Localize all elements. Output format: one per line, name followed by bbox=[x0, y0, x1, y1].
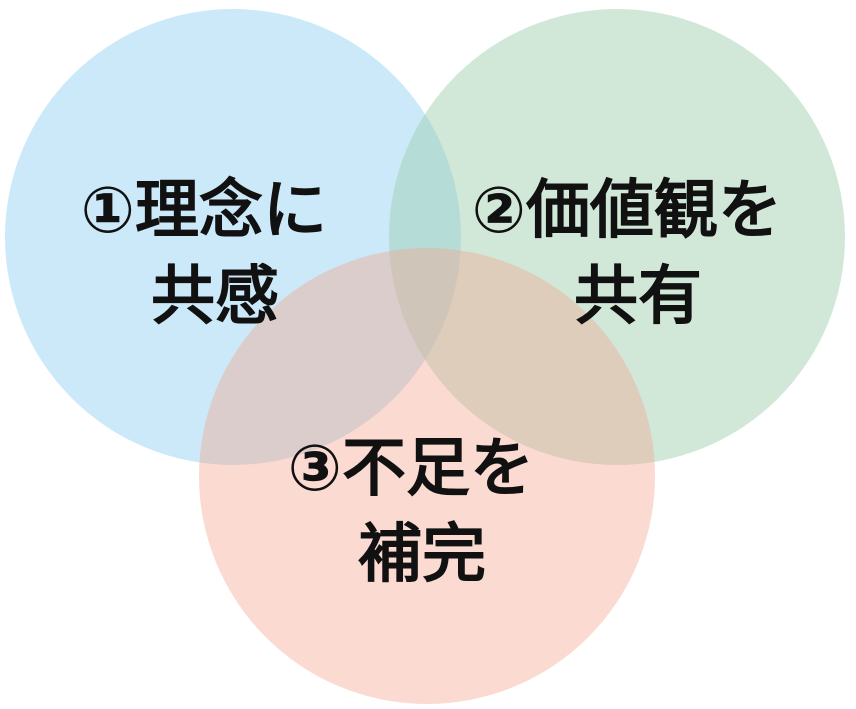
label-shared-values: ②価値観を 共有 bbox=[472, 174, 804, 334]
label-complement-gaps-line-1: ③不足を bbox=[288, 432, 534, 506]
label-complement-gaps: ③不足を 補完 bbox=[288, 432, 556, 592]
circle-shared-values bbox=[389, 9, 845, 465]
label-shared-philosophy-line-1: ①理念に bbox=[81, 174, 327, 248]
label-shared-philosophy-line-2: 共感 bbox=[151, 260, 279, 334]
circle-complement-gaps bbox=[199, 248, 655, 704]
circle-shared-philosophy bbox=[5, 9, 461, 465]
label-shared-values-line-1: ②価値観を bbox=[472, 174, 782, 248]
label-complement-gaps-line-2: 補完 bbox=[358, 518, 486, 592]
label-shared-values-line-2: 共有 bbox=[574, 260, 702, 334]
label-shared-philosophy: ①理念に 共感 bbox=[81, 174, 349, 334]
